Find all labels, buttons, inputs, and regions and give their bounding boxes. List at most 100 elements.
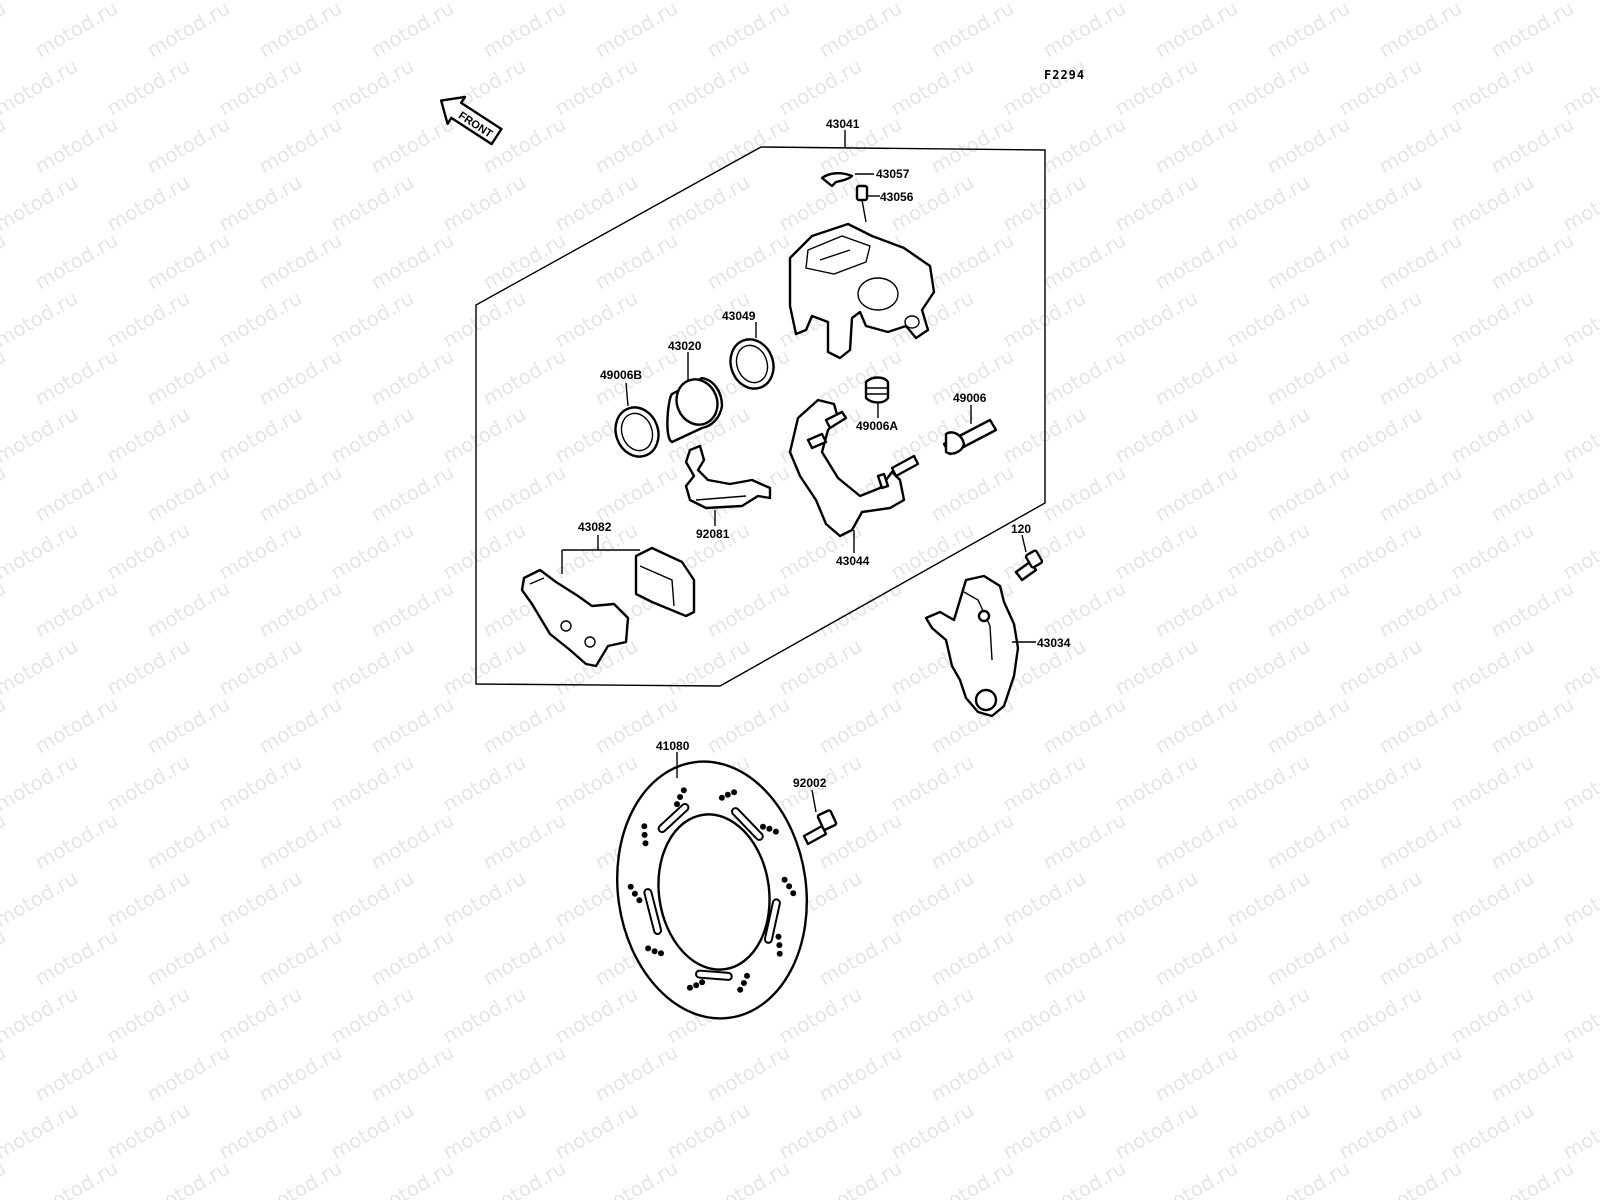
watermark-text: motod.ru (327, 634, 418, 701)
watermark-text: motod.ru (1447, 1098, 1538, 1165)
watermark-text: motod.ru (0, 576, 10, 643)
watermark-text: motod.ru (0, 460, 10, 527)
slide-pin-49006 (942, 418, 998, 456)
watermark-text: motod.ru (1487, 112, 1578, 179)
watermark-text: motod.ru (663, 170, 754, 237)
caliper-mount-bracket (924, 574, 1020, 718)
watermark-text: motod.ru (31, 1156, 122, 1200)
watermark-text: motod.ru (1487, 924, 1578, 991)
part-label-120: 120 (1011, 522, 1031, 536)
watermark-text: motod.ru (327, 402, 418, 469)
watermark-text: motod.ru (999, 54, 1090, 121)
part-label-43057: 43057 (876, 167, 910, 181)
part-label-43044: 43044 (836, 554, 870, 568)
watermark-text: motod.ru (367, 460, 458, 527)
watermark-text: motod.ru (1487, 808, 1578, 875)
watermark-text: motod.ru (0, 54, 82, 121)
watermark-text: motod.ru (551, 54, 642, 121)
watermark-text: motod.ru (1335, 634, 1426, 701)
watermark-text: motod.ru (1223, 1098, 1314, 1165)
watermark-text: motod.ru (999, 170, 1090, 237)
watermark-text: motod.ru (1151, 1040, 1242, 1107)
watermark-text: motod.ru (255, 808, 346, 875)
watermark-text: motod.ru (591, 112, 682, 179)
watermark-text: motod.ru (1375, 112, 1466, 179)
watermark-text: motod.ru (367, 344, 458, 411)
disc-hole (686, 984, 693, 991)
disc-mount-slots (643, 803, 781, 981)
watermark-text: motod.ru (1335, 982, 1426, 1049)
watermark-text: motod.ru (479, 1040, 570, 1107)
watermark-text: motod.ru (1487, 0, 1578, 62)
watermark-text: motod.ru (1039, 0, 1130, 62)
watermark-text: motod.ru (439, 286, 530, 353)
disc-hole (775, 933, 782, 940)
watermark-text: motod.ru (1487, 1040, 1578, 1107)
piston-seal-43049 (729, 338, 775, 390)
watermark-text: motod.ru (439, 634, 530, 701)
watermark-text: motod.ru (479, 924, 570, 991)
disc-hole (674, 801, 680, 808)
watermark-text: motod.ru (1375, 1156, 1466, 1200)
watermark-text: motod.ru (143, 112, 234, 179)
watermark-text: motod.ru (367, 1040, 458, 1107)
watermark-text: motod.ru (1039, 112, 1130, 179)
watermark-text: motod.ru (215, 286, 306, 353)
watermark-text: motod.ru (1447, 0, 1538, 4)
watermark-text: motod.ru (1335, 1098, 1426, 1165)
watermark-text: motod.ru (887, 750, 978, 817)
watermark-text: motod.ru (1111, 170, 1202, 237)
watermark-text: motod.ru (1223, 634, 1314, 701)
part-label-49006: 49006 (953, 391, 987, 405)
disc-hole (772, 828, 779, 835)
disc-hole (693, 982, 700, 989)
watermark-text: motod.ru (551, 750, 642, 817)
brake-caliper-body (788, 222, 936, 360)
watermark-text: motod.ru (775, 0, 866, 4)
watermark-text: motod.ru (0, 286, 82, 353)
watermark-text: motod.ru (103, 0, 194, 4)
watermark-text: motod.ru (591, 1040, 682, 1107)
watermark-text: motod.ru (1375, 0, 1466, 62)
watermark-text: motod.ru (1559, 750, 1600, 817)
watermark-text: motod.ru (255, 1040, 346, 1107)
watermark-text: motod.ru (1263, 576, 1354, 643)
watermark-text: motod.ru (215, 0, 306, 4)
watermark-text: motod.ru (1487, 692, 1578, 759)
bleeder-cap (820, 172, 854, 188)
watermark-text: motod.ru (103, 54, 194, 121)
watermark-text: motod.ru (1223, 286, 1314, 353)
watermark-text: motod.ru (1151, 1156, 1242, 1200)
watermark-text: motod.ru (1039, 460, 1130, 527)
watermark-text: motod.ru (255, 1156, 346, 1200)
watermark-text: motod.ru (367, 808, 458, 875)
watermark-text: motod.ru (1447, 518, 1538, 585)
disc-hole (658, 950, 664, 957)
watermark-text: motod.ru (439, 402, 530, 469)
watermark-text: motod.ru (103, 170, 194, 237)
watermark-text: motod.ru (1335, 54, 1426, 121)
watermark-text: motod.ru (103, 518, 194, 585)
watermark-text: motod.ru (1223, 402, 1314, 469)
watermark-text: motod.ru (1559, 982, 1600, 1049)
disc-hole (776, 950, 783, 957)
watermark-text: motod.ru (999, 0, 1090, 4)
watermark-text: motod.ru (815, 576, 906, 643)
watermark-text: motod.ru (327, 1098, 418, 1165)
diagram-code: F2294 (1044, 68, 1085, 82)
disc-hole (781, 876, 788, 883)
watermark-text: motod.ru (887, 0, 978, 4)
watermark-text: motod.ru (1111, 402, 1202, 469)
watermark-text: motod.ru (1039, 924, 1130, 991)
watermark-text: motod.ru (1039, 1040, 1130, 1107)
part-label-43034: 43034 (1037, 636, 1071, 650)
disc-hole (631, 890, 638, 897)
watermark-text: motod.ru (439, 982, 530, 1049)
watermark-text: motod.ru (815, 1156, 906, 1200)
part-label-92081: 92081 (696, 527, 730, 541)
watermark-text: motod.ru (31, 0, 122, 62)
watermark-text: motod.ru (143, 460, 234, 527)
watermark-text: motod.ru (591, 228, 682, 295)
watermark-text: motod.ru (0, 0, 10, 62)
watermark-text: motod.ru (0, 634, 82, 701)
